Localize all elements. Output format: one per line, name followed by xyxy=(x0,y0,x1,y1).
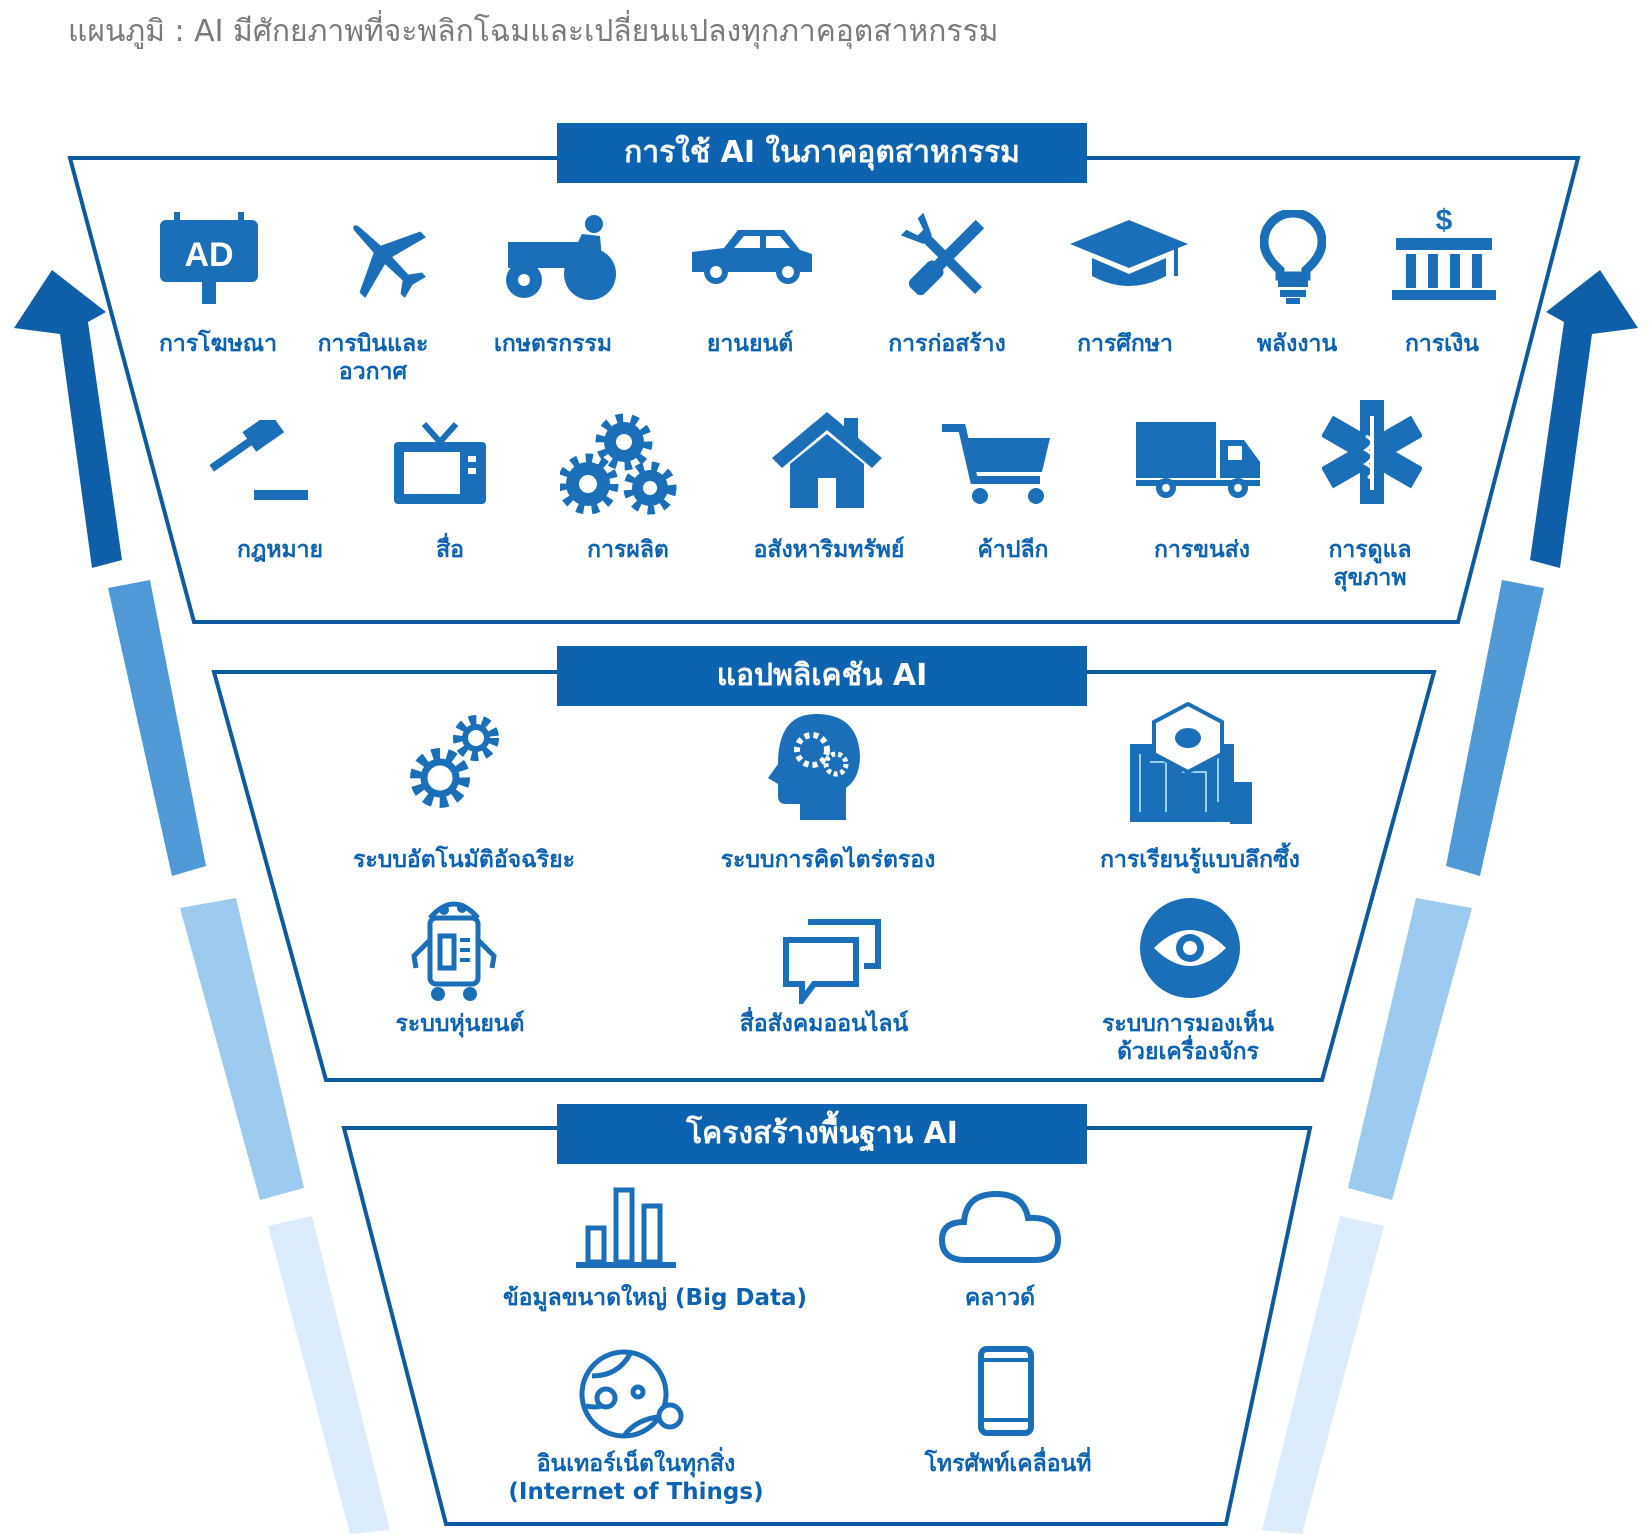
industry-label-law: กฎหมาย xyxy=(236,537,324,563)
app-label-social-media: สื่อสังคมออนไลน์ xyxy=(739,1011,909,1037)
shopping-cart-icon xyxy=(942,424,1050,504)
right-upward-arrow xyxy=(1262,270,1638,1534)
app-label-machine-vision: ระบบการมองเห็น ด้วยเครื่องจักร xyxy=(1101,1011,1275,1065)
bank-icon: $ xyxy=(1392,204,1496,300)
industry-label-healthcare: การดูแล สุขภาพ xyxy=(1328,537,1412,591)
left-upward-arrow xyxy=(14,270,390,1534)
industry-label-education: การศึกษา xyxy=(1077,331,1173,357)
gears-icon xyxy=(560,413,677,515)
deep-learning-chip-icon xyxy=(1130,702,1252,824)
industry-label-real-estate: อสังหาริมทรัพย์ xyxy=(753,537,905,563)
industry-section-title: การใช้ AI ในภาคอุตสาหกรรม xyxy=(557,123,1087,183)
industry-label-finance: การเงิน xyxy=(1404,331,1480,357)
chart-caption: แผนภูมิ : AI มีศักยภาพที่จะพลิกโฉมและเปล… xyxy=(68,14,999,49)
globe-network-icon xyxy=(579,1349,684,1439)
app-label-intelligent-automation: ระบบอัตโนมัติอัจฉริยะ xyxy=(353,847,575,873)
tools-icon xyxy=(900,212,985,296)
industry-label-advertising: การโฆษณา xyxy=(158,331,278,357)
car-icon xyxy=(692,230,812,284)
infrastructure-section-title: โครงสร้างพื้นฐาน AI xyxy=(557,1104,1087,1164)
lightbulb-icon xyxy=(1260,210,1326,304)
house-icon xyxy=(772,412,882,508)
applications-section-title: แอปพลิเคชัน AI xyxy=(557,646,1087,706)
industry-label-energy: พลังงาน xyxy=(1256,331,1338,357)
infra-label-mobile: โทรศัพท์เคลื่อนที่ xyxy=(924,1451,1092,1477)
industry-label-manufacturing: การผลิต xyxy=(587,537,669,563)
thinking-head-icon xyxy=(768,714,860,820)
bar-chart-icon xyxy=(576,1187,676,1268)
app-label-robotics: ระบบหุ่นยนต์ xyxy=(395,1011,525,1037)
bank-currency-symbol: $ xyxy=(1436,204,1453,237)
mobile-phone-icon xyxy=(978,1346,1034,1436)
robot-icon xyxy=(411,901,497,1001)
graduation-cap-icon xyxy=(1070,220,1188,286)
ad-billboard-icon: AD xyxy=(160,212,258,304)
industry-label-aerospace: การบินและ อวกาศ xyxy=(317,331,429,385)
industry-label-construction: การก่อสร้าง xyxy=(888,331,1006,357)
airplane-icon xyxy=(353,225,427,299)
infrastructure-frame xyxy=(341,1126,1313,1526)
chat-bubbles-icon xyxy=(783,919,881,1004)
ad-billboard-text: AD xyxy=(184,236,233,274)
infra-label-iot: อินเทอร์เน็ตในทุกสิ่ง (Internet of Thing… xyxy=(508,1451,764,1505)
industry-label-automotive: ยานยนต์ xyxy=(706,331,794,357)
tv-icon xyxy=(394,422,486,504)
gavel-icon xyxy=(210,420,308,500)
industry-label-agriculture: เกษตรกรรม xyxy=(493,331,613,357)
automation-gears-icon xyxy=(410,715,499,808)
tractor-icon xyxy=(506,215,616,300)
cloud-icon xyxy=(938,1190,1062,1263)
infra-label-cloud: คลาวด์ xyxy=(964,1285,1036,1311)
industry-label-logistics: การขนส่ง xyxy=(1154,537,1250,563)
app-label-cognitive-systems: ระบบการคิดไตร่ตรอง xyxy=(720,847,936,873)
medical-star-icon xyxy=(1322,400,1422,504)
industry-label-media: สื่อ xyxy=(436,537,464,563)
industry-label-retail: ค้าปลีก xyxy=(977,537,1049,563)
eye-icon xyxy=(1140,898,1240,998)
truck-icon xyxy=(1136,422,1260,498)
app-label-deep-learning: การเรียนรู้แบบลึกซึ้ง xyxy=(1100,847,1300,873)
infra-label-big-data: ข้อมูลขนาดใหญ่ (Big Data) xyxy=(502,1285,808,1311)
